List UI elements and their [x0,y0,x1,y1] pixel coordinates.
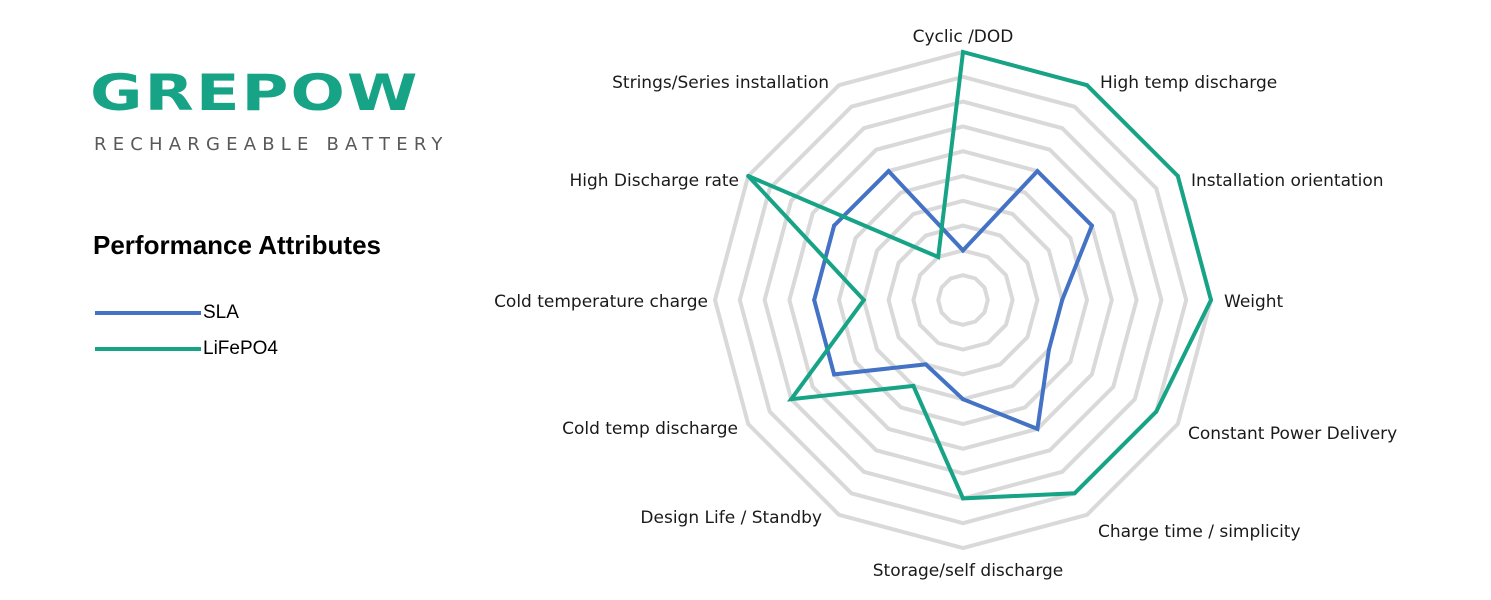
series-point-lifepo4-9 [861,298,866,302]
series-point-sla-11 [886,169,891,174]
axis-label-11: Strings/Series installation [612,73,829,93]
legend-label-lifepo4: LiFePO4 [203,338,278,359]
axis-label-5: Charge time / simplicity [1098,522,1301,542]
series-point-sla-5 [1035,426,1040,431]
series-point-sla-6 [961,397,965,402]
legend-item-lifepo4: LiFePO4 [95,337,278,361]
axis-label-9: Cold temperature charge [494,292,708,312]
legend-label-sla: SLA [203,302,239,323]
axis-label-4: Constant Power Delivery [1188,424,1397,444]
grid-ring-7 [787,124,1139,476]
grid-ring-6 [812,149,1114,451]
axis-label-8: Cold temp discharge [562,419,738,439]
series-point-lifepo4-0 [961,50,965,54]
series-point-lifepo4-6 [961,496,965,501]
series-point-sla-2 [1089,223,1094,228]
series-point-lifepo4-5 [1072,491,1077,496]
series-point-sla-4 [1046,347,1051,352]
axis-label-10: High Discharge rate [569,171,739,191]
legend-swatch-sla [95,311,201,315]
series-point-sla-9 [812,298,817,302]
grid-ring-9 [737,74,1189,526]
series-point-lifepo4-4 [1154,409,1159,414]
axis-label-6: Storage/self discharge [873,561,1064,581]
axis-label-7: Design Life / Standby [640,508,822,528]
grid-ring-3 [886,223,1040,377]
series-point-sla-8 [832,372,837,377]
grid-ring-1 [936,273,990,327]
series-point-lifepo4-3 [1209,298,1213,302]
series-point-sla-0 [961,248,965,253]
series-point-sla-10 [832,223,837,228]
series-line-lifepo4 [746,49,1214,501]
grepow-logo: GREPOW RECHARGEABLE BATTERY [90,64,490,160]
axis-label-1: High temp discharge [1100,73,1277,93]
series-point-lifepo4-2 [1175,174,1180,178]
legend-item-sla: SLA [95,301,239,325]
grid-ring-8 [762,99,1164,501]
series-point-sla-3 [1060,298,1065,302]
axis-label-0: Cyclic /DOD [913,27,1014,47]
grid-ring-2 [911,248,1015,352]
series-point-lifepo4-10 [746,174,751,178]
series-point-sla-7 [923,362,928,367]
legend-swatch-lifepo4 [95,347,201,351]
series-point-lifepo4-7 [911,383,916,388]
series-point-lifepo4-11 [936,255,941,259]
axis-label-2: Installation orientation [1191,171,1384,191]
series-point-sla-1 [1035,169,1040,174]
axis-label-3: Weight [1224,292,1284,312]
series-point-lifepo4-1 [1085,83,1089,88]
grid-ring-5 [836,173,1090,427]
panel-title: Performance Attributes [93,230,381,260]
logo-tagline: RECHARGEABLE BATTERY [94,134,449,155]
logo-wordmark: GREPOW [90,64,420,123]
series-point-lifepo4-8 [789,397,794,402]
